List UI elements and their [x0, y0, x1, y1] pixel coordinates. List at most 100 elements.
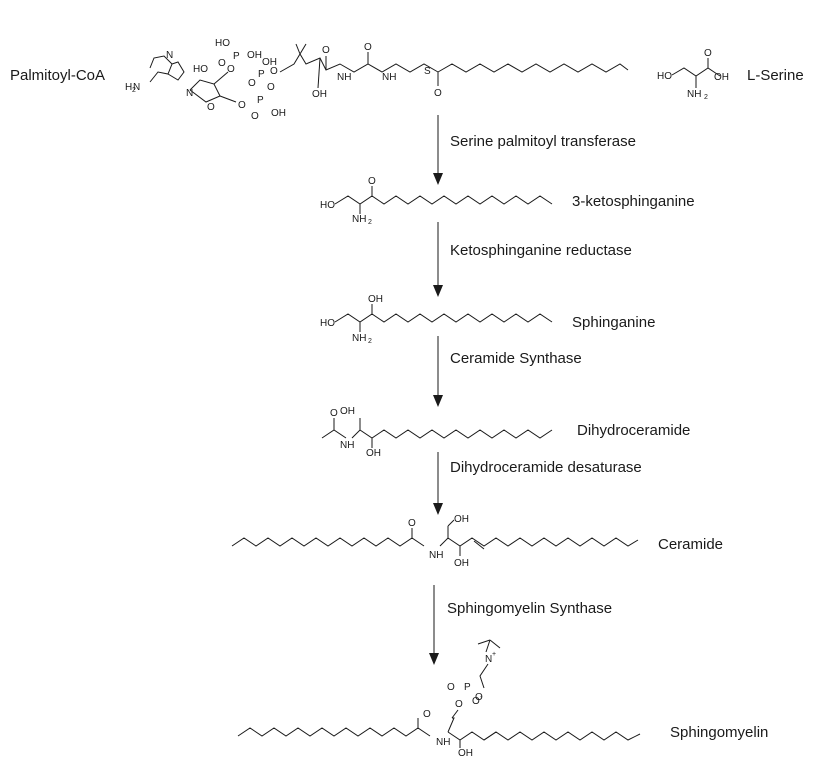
- sm-nme1: [477, 639, 491, 645]
- label-ceramide: Ceramide: [658, 536, 723, 553]
- arrow-ksr: [433, 222, 443, 297]
- dhc-ho-top: OH: [340, 406, 355, 417]
- dhc-chain: [351, 429, 553, 439]
- ribose-oh-label: HO: [193, 64, 208, 75]
- ribose-3p-bond: [213, 71, 229, 85]
- enzyme-cers: Ceramide Synthase: [450, 350, 582, 367]
- pant-o2: O: [364, 42, 372, 53]
- pp-o2b: O: [248, 78, 256, 89]
- pp-o1: O: [238, 100, 246, 111]
- arrow-des: [433, 452, 443, 515]
- pp-o3: O: [270, 66, 278, 77]
- sph-ho: HO: [320, 318, 335, 329]
- ribose-ring: [189, 79, 221, 103]
- cer-acyl-chain: [231, 537, 425, 547]
- dhc-oh: OH: [366, 448, 381, 459]
- adenine-nh2: H: [125, 82, 132, 93]
- serine-nh2: NH: [687, 89, 701, 100]
- structure-ketosphinganine: HO O NH 2: [320, 176, 553, 226]
- pp-p1: P: [257, 95, 264, 106]
- sph-sub2: 2: [368, 338, 372, 345]
- dhc-o: O: [330, 408, 338, 419]
- pp-o1b: O: [251, 111, 259, 122]
- structure-dihydroceramide: O NH OH OH: [321, 406, 553, 459]
- sm-o: O: [423, 709, 431, 720]
- cer-oh: OH: [454, 558, 469, 569]
- methyl-b: [299, 43, 307, 55]
- ribose-o3: O: [227, 64, 235, 75]
- structure-ceramide: O NH OH OH: [231, 514, 639, 569]
- adenine-n-label: N: [133, 82, 140, 93]
- ks-nh2: NH: [352, 214, 366, 225]
- label-palmitoyl-coa: Palmitoyl-CoA: [10, 67, 105, 84]
- pantetheine-chain: [279, 53, 439, 73]
- pant-o1: O: [322, 45, 330, 56]
- structure-palmitoyl-coa: H N 2 N N O HO O P HO OH O O P O OH O P …: [125, 38, 629, 122]
- cer-oh-top: OH: [454, 514, 469, 525]
- ks-sub2: 2: [368, 219, 372, 226]
- cer-sph-chain: [439, 537, 639, 547]
- pp-obridge: O: [267, 82, 275, 93]
- sm-oh: OH: [458, 748, 473, 759]
- sm-om: O: [472, 696, 480, 707]
- serine-o: O: [704, 48, 712, 59]
- serine-oh: OH: [714, 72, 729, 83]
- cer-o: O: [408, 518, 416, 529]
- p3-ho: HO: [215, 38, 230, 49]
- label-l-serine: L-Serine: [747, 67, 804, 84]
- serine-ho: HO: [657, 71, 672, 82]
- p3-label: P: [233, 51, 240, 62]
- sm-nme3: [485, 639, 491, 653]
- label-ketosphinganine: 3-ketosphinganine: [572, 193, 695, 210]
- sph-oh: OH: [368, 294, 383, 305]
- adenine-n9: N: [186, 88, 193, 99]
- adenine-n1: N: [166, 50, 173, 61]
- sm-ch2: [447, 717, 455, 733]
- sm-choline-chain: [479, 663, 489, 689]
- sm-p: P: [464, 682, 471, 693]
- cer-ch2b: [447, 519, 455, 527]
- label-dihydroceramide: Dihydroceramide: [577, 422, 690, 439]
- ks-chain: [334, 195, 553, 205]
- ks-ho: HO: [320, 200, 335, 211]
- cer-double-bond: [473, 540, 485, 550]
- pp-oh2: OH: [262, 57, 277, 68]
- label-sphingomyelin: Sphingomyelin: [670, 724, 768, 741]
- sm-plus: +: [492, 651, 496, 658]
- serine-backbone: [671, 67, 721, 77]
- ribose-5-bond: [219, 95, 237, 103]
- arrow-sms: [429, 585, 439, 665]
- sm-o-ester: O: [475, 692, 483, 703]
- pp-oh1: OH: [271, 108, 286, 119]
- enzyme-ksr: Ketosphinganine reductase: [450, 242, 632, 259]
- sm-minus: -: [480, 694, 483, 701]
- ribose-o: O: [207, 102, 215, 113]
- pp-p2: P: [258, 69, 265, 80]
- dhc-nh: NH: [340, 440, 354, 451]
- cer-nh: NH: [429, 550, 443, 561]
- pant-nh1: NH: [337, 72, 351, 83]
- p3-oh: OH: [247, 50, 262, 61]
- sm-nme2: [489, 639, 501, 649]
- arrow-cers: [433, 336, 443, 407]
- enzyme-sms: Sphingomyelin Synthase: [447, 600, 612, 617]
- structure-sphinganine: HO OH NH 2: [320, 294, 553, 345]
- p3-o: O: [218, 58, 226, 69]
- sm-o-ch2: [451, 709, 459, 719]
- palmitoyl-tail: [437, 63, 629, 73]
- thioester-o: O: [434, 88, 442, 99]
- dhc-acetyl: [321, 429, 347, 439]
- sph-nh2: NH: [352, 333, 366, 344]
- enzyme-spt: Serine palmitoyl transferase: [450, 133, 636, 150]
- pant-oh: OH: [312, 89, 327, 100]
- pant-oh-bond: [317, 57, 321, 89]
- imidazole-ring: [167, 61, 185, 81]
- enzyme-des: Dihydroceramide desaturase: [450, 459, 642, 476]
- sm-nh: NH: [436, 737, 450, 748]
- sm-o-bridge: O: [455, 699, 463, 710]
- structure-l-serine: HO O OH NH 2: [657, 48, 729, 101]
- sm-sph-chain: [447, 731, 641, 741]
- adenine-sub2: 2: [132, 87, 136, 94]
